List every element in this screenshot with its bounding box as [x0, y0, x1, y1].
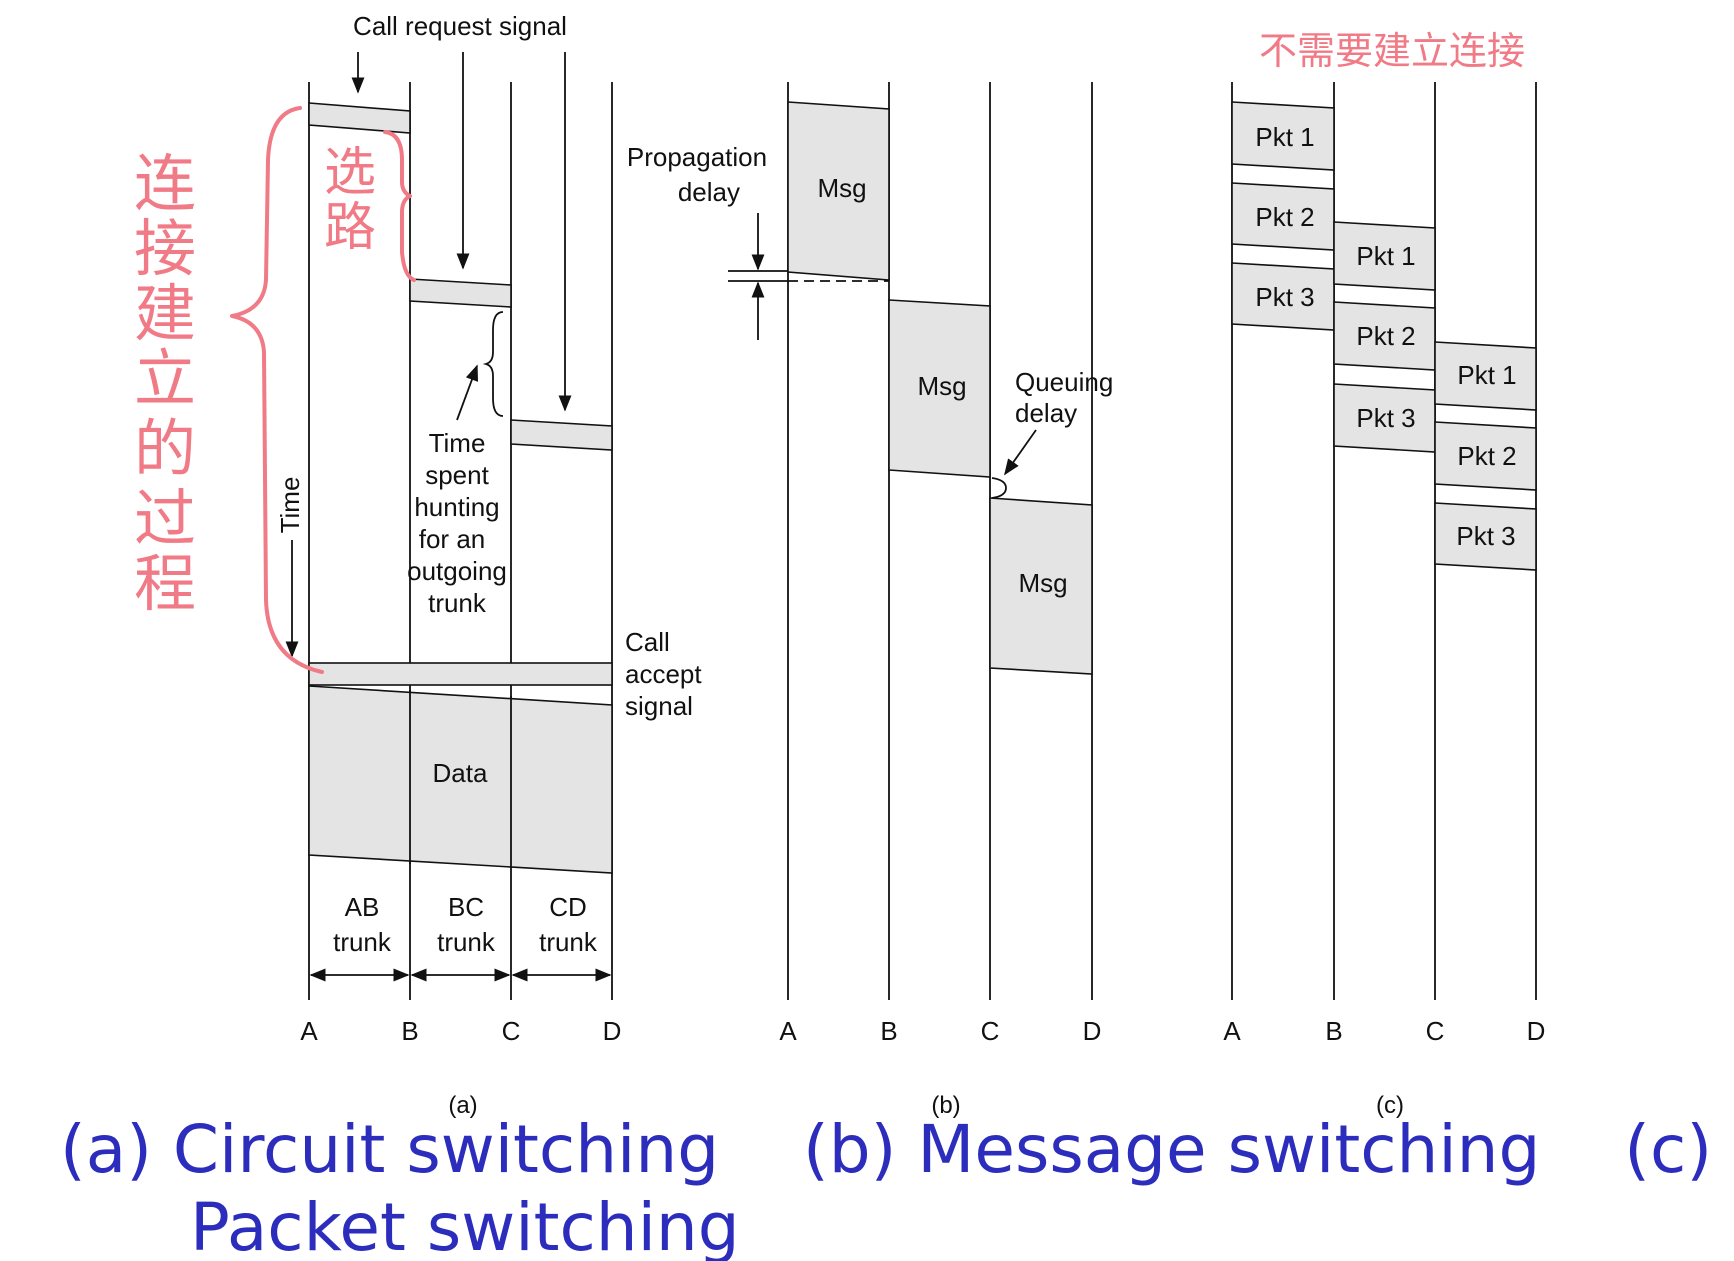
propagation-delay-line: delay — [678, 177, 740, 207]
time-spent-line: for an — [419, 524, 486, 554]
setup-char: 接 — [134, 212, 196, 285]
no-connection-note: 不需要建立连接 — [1259, 29, 1525, 73]
time-spent-line: Time — [429, 428, 486, 458]
setup-char: 程 — [134, 547, 196, 620]
setup-char: 的 — [134, 412, 196, 485]
packet-label: Pkt 1 — [1356, 241, 1415, 271]
hunting-arrow — [456, 364, 479, 421]
call-request-label: Call request signal — [353, 11, 567, 41]
hunting-brace — [482, 311, 504, 417]
queuing-delay-line: delay — [1015, 398, 1077, 428]
setup-char: 过 — [134, 482, 196, 555]
msg-block-bc — [888, 299, 991, 478]
call-request-bar-ab — [308, 102, 411, 134]
call-accept-line: accept — [625, 659, 702, 689]
setup-brace — [230, 106, 324, 674]
panel-c-sublabel: (c) — [1376, 1092, 1404, 1119]
time-spent-line: hunting — [414, 492, 499, 522]
queuing-delay-arrow — [1004, 429, 1037, 476]
msg-label-1: Msg — [817, 173, 866, 203]
panel-a-sublabel: (a) — [448, 1092, 477, 1119]
call-accept-band — [308, 662, 613, 686]
panel-b-sublabel: (b) — [931, 1092, 960, 1119]
packet-cd-3 — [1434, 502, 1537, 571]
trunk-bc-line1: BC — [448, 892, 484, 922]
packet-label: Pkt 3 — [1356, 403, 1415, 433]
packet-bc-1 — [1333, 221, 1436, 291]
node-label-d: D — [603, 1016, 622, 1046]
packet-label: Pkt 1 — [1255, 122, 1314, 152]
setup-char: 建 — [134, 277, 196, 350]
node-label-c: C — [1426, 1016, 1445, 1046]
packet-label: Pkt 3 — [1255, 282, 1314, 312]
time-spent-text: Time spent hunting for an outgoing trunk — [407, 428, 507, 618]
msg-label-2: Msg — [917, 371, 966, 401]
node-label-b: B — [401, 1016, 418, 1046]
time-axis-label: Time — [275, 477, 305, 534]
node-label-c: C — [981, 1016, 1000, 1046]
packet-label: Pkt 1 — [1457, 360, 1516, 390]
packet-label: Pkt 2 — [1255, 202, 1314, 232]
node-label-b: B — [880, 1016, 897, 1046]
route-brace — [383, 130, 416, 282]
trunk-ab-line2: trunk — [333, 927, 392, 957]
propagation-delay-line: Propagation — [627, 142, 767, 172]
packet-ab-1 — [1231, 101, 1335, 171]
panel-c-packet-switching: Pkt 1 Pkt 2 Pkt 3 Pkt 1 Pkt 2 Pkt 3 Pkt … — [1223, 82, 1545, 1119]
time-spent-line: trunk — [428, 588, 487, 618]
packet-label: Pkt 2 — [1457, 441, 1516, 471]
trunk-cd-line1: CD — [549, 892, 587, 922]
msg-block-cd — [989, 497, 1093, 675]
trunk-bc-line2: trunk — [437, 927, 496, 957]
call-accept-line: Call — [625, 627, 670, 657]
node-label-a: A — [300, 1016, 318, 1046]
node-label-c: C — [502, 1016, 521, 1046]
data-label: Data — [433, 758, 488, 788]
call-accept-line: signal — [625, 691, 693, 721]
msg-block-ab — [787, 101, 890, 281]
node-label-a: A — [1223, 1016, 1241, 1046]
setup-char: 连 — [134, 147, 196, 220]
panel-b-message-switching: Propagation delay Msg Msg Msg Queuing de… — [627, 82, 1113, 1119]
node-label-a: A — [779, 1016, 797, 1046]
figure-caption: (a) Circuit switching (b) Message switch… — [60, 1111, 1712, 1261]
queuing-delay-line: Queuing — [1015, 367, 1113, 397]
call-request-bar-cd — [510, 419, 613, 451]
route-char: 选 — [324, 143, 376, 203]
packet-cd-2 — [1434, 421, 1537, 491]
packet-cd-1 — [1434, 341, 1537, 411]
packet-label: Pkt 3 — [1456, 521, 1515, 551]
caption-line-2: Packet switching — [190, 1189, 740, 1261]
node-label-d: D — [1083, 1016, 1102, 1046]
panel-a-circuit-switching: Call request signal Time spent hunting f… — [275, 11, 702, 1119]
handwritten-annotations: 连 接 建 立 的 过 程 选 路 不需要建立连接 — [134, 29, 1525, 674]
node-label-d: D — [1527, 1016, 1546, 1046]
time-spent-line: spent — [425, 460, 489, 490]
caption-line-1: (a) Circuit switching (b) Message switch… — [60, 1111, 1712, 1188]
packet-label: Pkt 2 — [1356, 321, 1415, 351]
trunk-ab-line1: AB — [345, 892, 380, 922]
setup-process-text: 连 接 建 立 的 过 程 — [134, 147, 196, 620]
node-label-b: B — [1325, 1016, 1342, 1046]
setup-char: 立 — [134, 342, 196, 415]
route-char: 路 — [324, 198, 376, 258]
queuing-delay-brace — [991, 477, 1007, 499]
trunk-cd-line2: trunk — [539, 927, 598, 957]
route-selection-text: 选 路 — [324, 143, 376, 258]
call-request-bar-bc — [409, 278, 512, 308]
msg-label-3: Msg — [1018, 568, 1067, 598]
time-spent-line: outgoing — [407, 556, 507, 586]
